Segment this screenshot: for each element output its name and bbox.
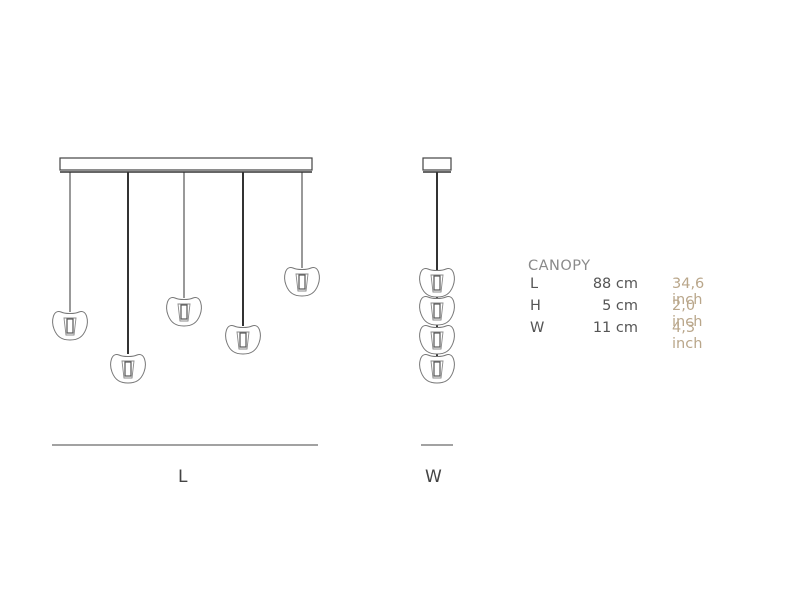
spec-key: L — [530, 276, 539, 292]
canopy-spec-table: CANOPY L 88 cm 34,6 inch H 5 cm 2,0 inch… — [528, 258, 704, 352]
canopy-front — [59, 157, 313, 171]
side-shade-3 — [419, 324, 455, 355]
spec-cm-value: 11 cm — [592, 320, 638, 336]
width-label: W — [425, 467, 442, 487]
pendant-1 — [52, 172, 88, 341]
side-shade-1 — [419, 267, 455, 298]
pendant-3 — [166, 172, 202, 327]
pendant-4 — [225, 172, 261, 355]
spec-key: W — [530, 320, 545, 336]
spec-row-width: W 11 cm 4,3 inch — [528, 320, 702, 352]
spec-cm-value: 88 cm — [592, 276, 638, 292]
side-view — [419, 157, 455, 446]
spec-inch-value: 4,3 inch — [672, 320, 703, 352]
spec-key: H — [530, 298, 541, 314]
spec-row-length: L 88 cm 34,6 inch — [528, 276, 704, 308]
pendant-2 — [110, 172, 146, 384]
pendant-5 — [284, 172, 320, 297]
spec-inch-value: 34,6 inch — [672, 276, 705, 308]
spec-inch-value: 2,0 inch — [672, 298, 703, 330]
side-shade-2 — [419, 295, 455, 326]
canopy-side — [422, 157, 452, 171]
spec-title: CANOPY — [528, 258, 591, 274]
side-shade-4 — [419, 353, 455, 384]
front-view — [52, 157, 320, 446]
spec-row-height: H 5 cm 2,0 inch — [528, 298, 702, 330]
spec-cm-value: 5 cm — [602, 298, 638, 314]
length-label: L — [178, 467, 188, 487]
